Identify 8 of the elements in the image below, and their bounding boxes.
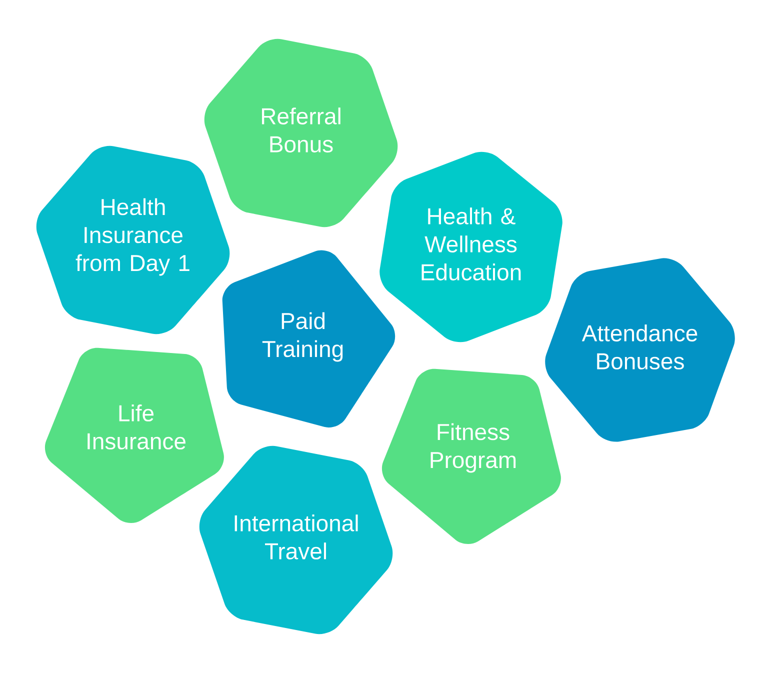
hexagon: Health & Wellness Education	[380, 152, 562, 342]
hexagon: Referral Bonus	[204, 38, 398, 228]
pentagon: Paid Training	[222, 250, 396, 428]
hexagon: Health Insurance from Day 1	[36, 146, 230, 334]
hexagon: International Travel	[199, 446, 393, 634]
pentagon: Life Insurance	[44, 348, 224, 523]
hexagon: Attendance Bonuses	[545, 258, 735, 442]
pentagon: Fitness Program	[382, 368, 561, 544]
